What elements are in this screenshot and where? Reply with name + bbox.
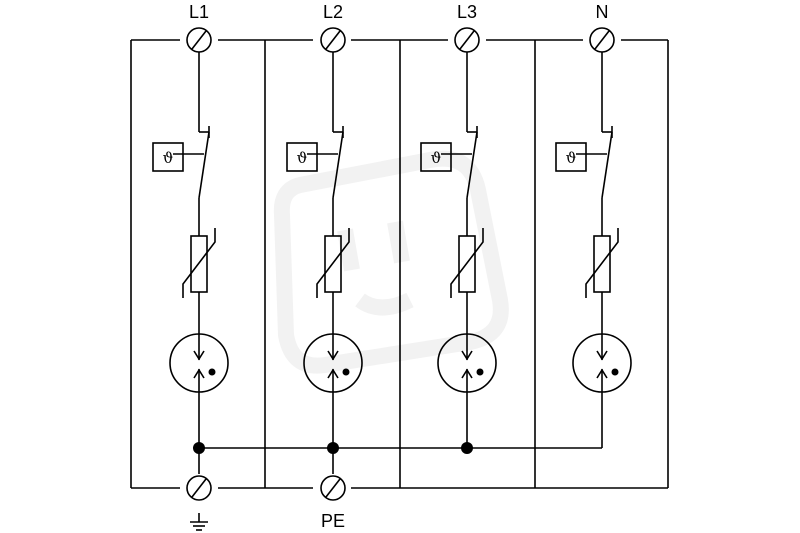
thermal-symbol-l2: ϑ <box>297 149 308 167</box>
thermal-switch-l3 <box>466 131 478 199</box>
ground-icon <box>190 513 208 531</box>
phase-label-l2: L2 <box>323 2 343 22</box>
plug-watermark-icon <box>273 150 509 374</box>
branch-n: Nϑ <box>555 2 632 448</box>
thermal-switch-l2 <box>332 131 344 199</box>
common-bus <box>193 442 602 474</box>
terminal-pe <box>320 475 346 501</box>
thermal-switch-l1 <box>198 131 210 199</box>
thermal-symbol-l3: ϑ <box>431 149 442 167</box>
thermal-box-n <box>555 142 587 172</box>
phase-label-l3: L3 <box>457 2 477 22</box>
enclosure-frame <box>130 39 669 489</box>
junction-dot-l3 <box>461 442 473 454</box>
phase-label-l1: L1 <box>189 2 209 22</box>
thermal-box-l2 <box>286 142 318 172</box>
thermal-symbol-n: ϑ <box>566 149 577 167</box>
thermal-switch-n <box>601 131 613 199</box>
thermal-box-l1 <box>152 142 184 172</box>
phase-label-n: N <box>596 2 609 22</box>
thermal-box-l3 <box>420 142 452 172</box>
pe-label: PE <box>321 511 345 531</box>
thermal-symbol-l1: ϑ <box>163 149 174 167</box>
branch-l3: L3 ϑ <box>420 2 497 448</box>
branch-l1: L1 ϑ <box>152 2 229 448</box>
branch-l2: L2 ϑ <box>286 2 363 448</box>
terminal-ground <box>186 475 212 501</box>
